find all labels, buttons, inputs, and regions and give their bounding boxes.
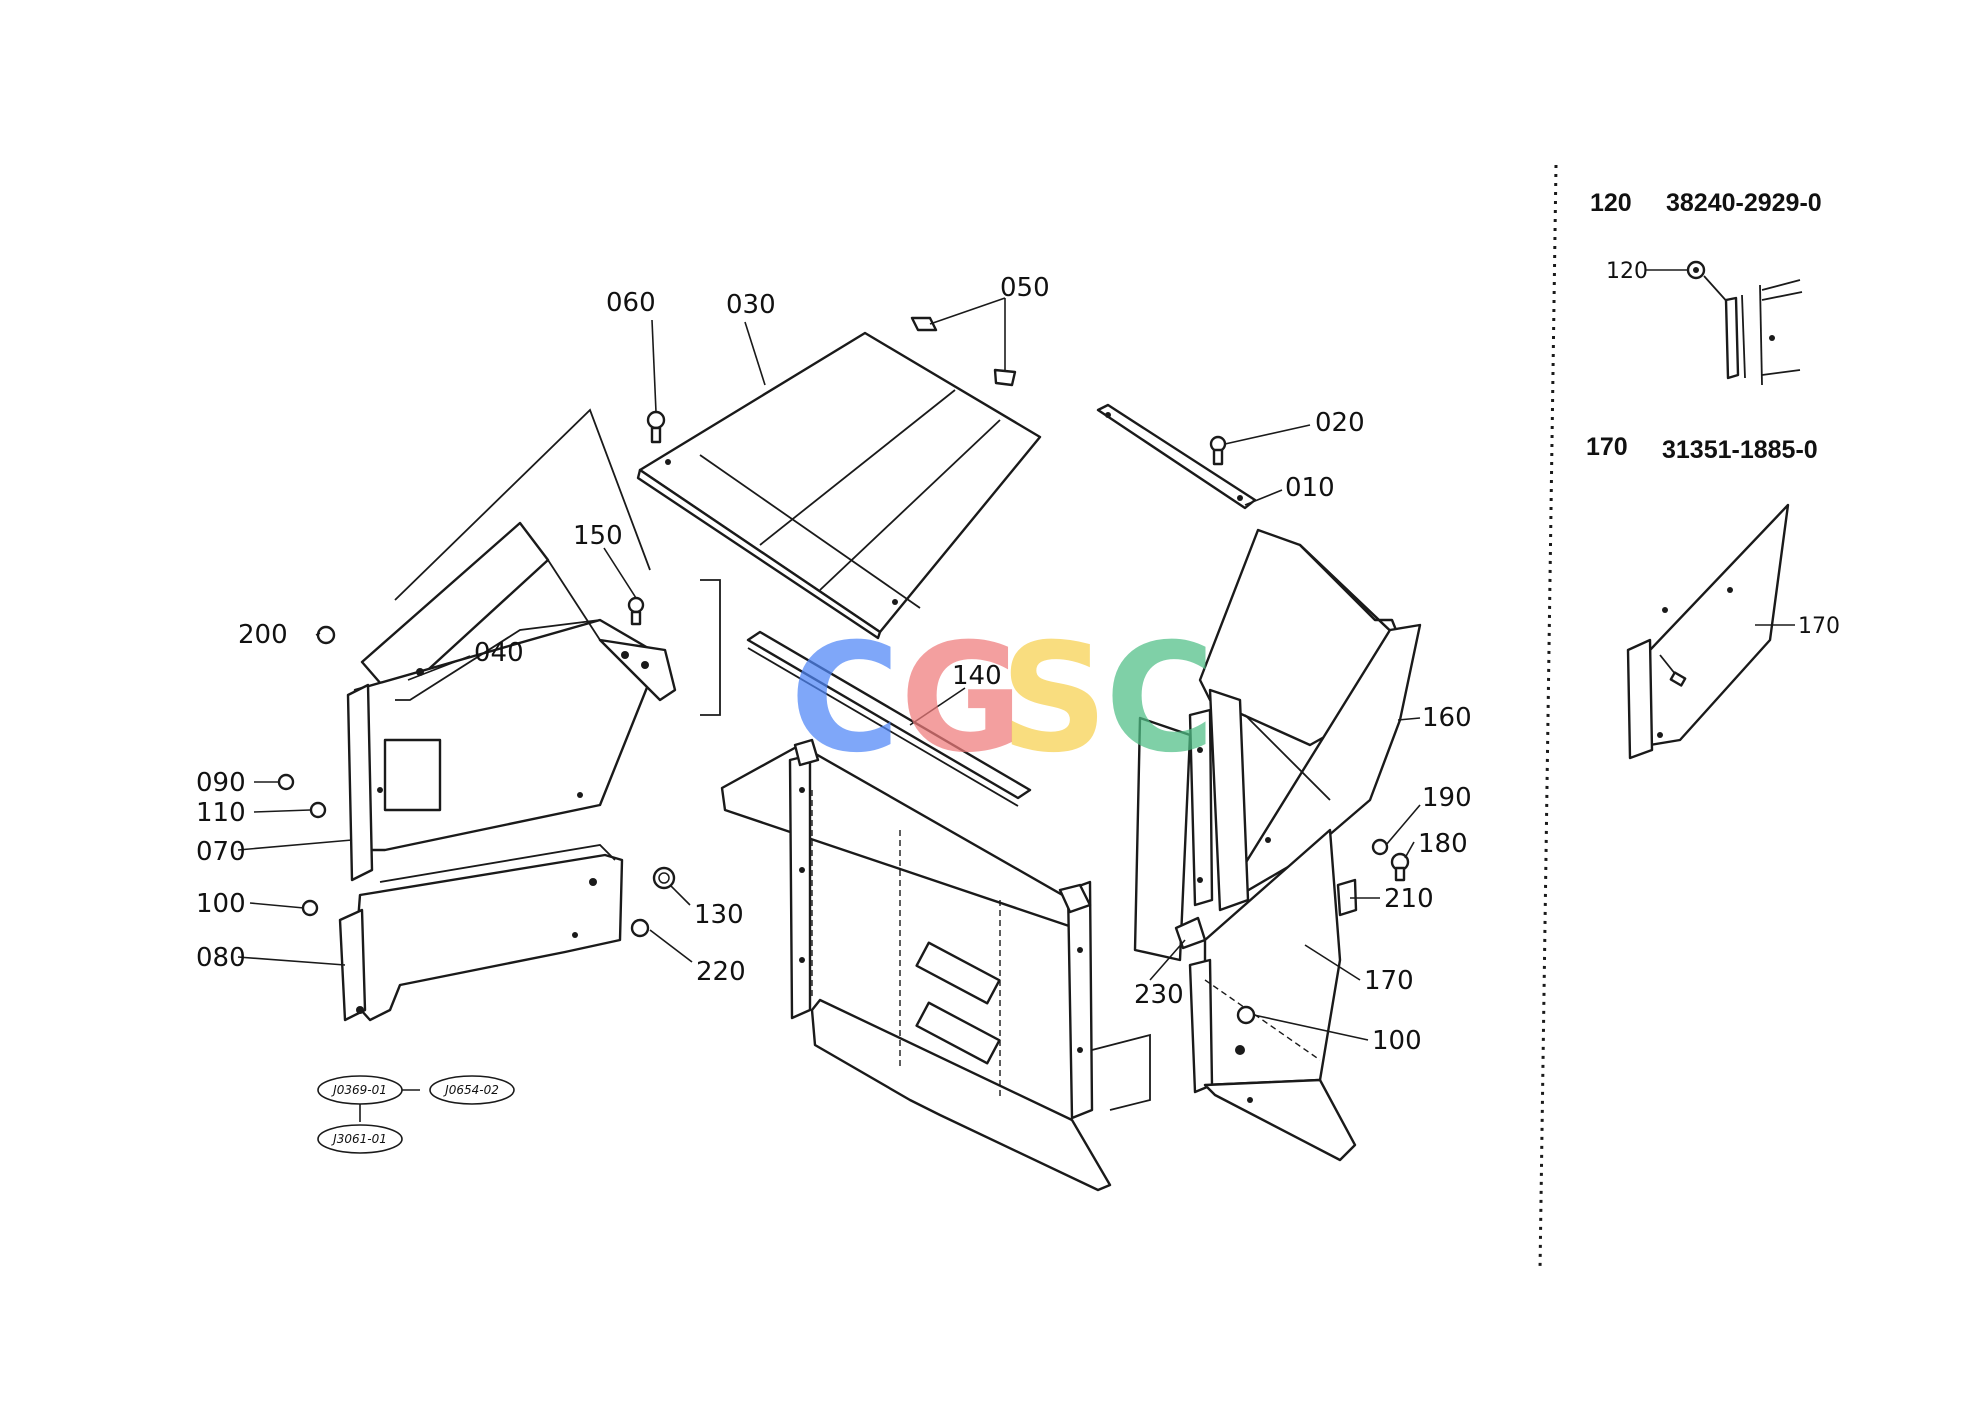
sidebar-callout-120: 120: [1606, 259, 1648, 284]
callout-080: 080: [196, 943, 246, 973]
clips-050: [910, 316, 1017, 387]
cross-member-140: [746, 630, 1032, 807]
callout-labels: 060 030 050 020 010 150 200 040 140 160 …: [196, 273, 1472, 1056]
dotted-divider: [1538, 164, 1558, 1271]
callout-170: 170: [1364, 966, 1414, 996]
back-plate: [1133, 716, 1192, 962]
sidebar-ref-120: 120: [1590, 189, 1632, 217]
lower-panel-080: [338, 844, 624, 1022]
sidebar-partno-120: 38240-2929-0: [1666, 189, 1822, 217]
sidebar-detail-120: 120 38240-2929-0 120: [1590, 189, 1822, 386]
watermark-letter-g: G: [900, 612, 1023, 786]
ref-code-j0654: J0654-02: [443, 1083, 499, 1097]
callout-040: 040: [474, 638, 524, 668]
callout-190: 190: [1422, 783, 1472, 813]
callout-220: 220: [696, 957, 746, 987]
callout-100-left: 100: [196, 889, 246, 919]
watermark-letter-c1: C: [790, 612, 900, 786]
callout-090: 090: [196, 768, 246, 798]
right-duct-160: [1188, 528, 1422, 912]
callout-070: 070: [196, 837, 246, 867]
callout-110: 110: [196, 798, 246, 828]
stay-010: [1096, 403, 1257, 510]
callout-140: 140: [952, 661, 1002, 691]
callout-050: 050: [1000, 273, 1050, 303]
callout-130: 130: [694, 900, 744, 930]
ref-code-j3061: J3061-01: [331, 1132, 387, 1146]
bolt-020: [1209, 435, 1227, 466]
callout-160: 160: [1422, 703, 1472, 733]
center-frame: [720, 738, 1151, 1192]
callout-060: 060: [606, 288, 656, 318]
callout-100-right: 100: [1372, 1026, 1422, 1056]
callout-030: 030: [726, 290, 776, 320]
watermark-letter-s: S: [1000, 612, 1108, 786]
callout-010: 010: [1285, 473, 1335, 503]
sidebar-partno-170: 31351-1885-0: [1662, 436, 1818, 464]
callout-180: 180: [1418, 829, 1468, 859]
callout-200: 200: [238, 620, 288, 650]
projection-lines: [394, 408, 721, 716]
hardware-right: [1174, 838, 1410, 1025]
ref-code-j0369: J0369-01: [331, 1083, 387, 1097]
left-cover-070: [346, 521, 677, 882]
sidebar-ref-170: 170: [1586, 433, 1628, 461]
callout-230: 230: [1134, 980, 1184, 1010]
watermark: C G S C: [790, 612, 1215, 786]
bolt-060: [646, 410, 666, 444]
reference-codes: J0369-01 J0654-02 J3061-01: [317, 1075, 515, 1154]
sidebar-callout-170: 170: [1798, 614, 1840, 639]
sidebar-detail-170: 170 31351-1885-0 170: [1586, 433, 1840, 760]
callout-020: 020: [1315, 408, 1365, 438]
hardware-left: [277, 596, 676, 938]
callout-210: 210: [1384, 884, 1434, 914]
right-lower-cover-170: [1188, 828, 1357, 1162]
leader-lines: [237, 297, 1421, 1122]
watermark-letter-c2: C: [1105, 612, 1215, 786]
top-cover-030: [636, 331, 1042, 640]
callout-150: 150: [573, 521, 623, 551]
